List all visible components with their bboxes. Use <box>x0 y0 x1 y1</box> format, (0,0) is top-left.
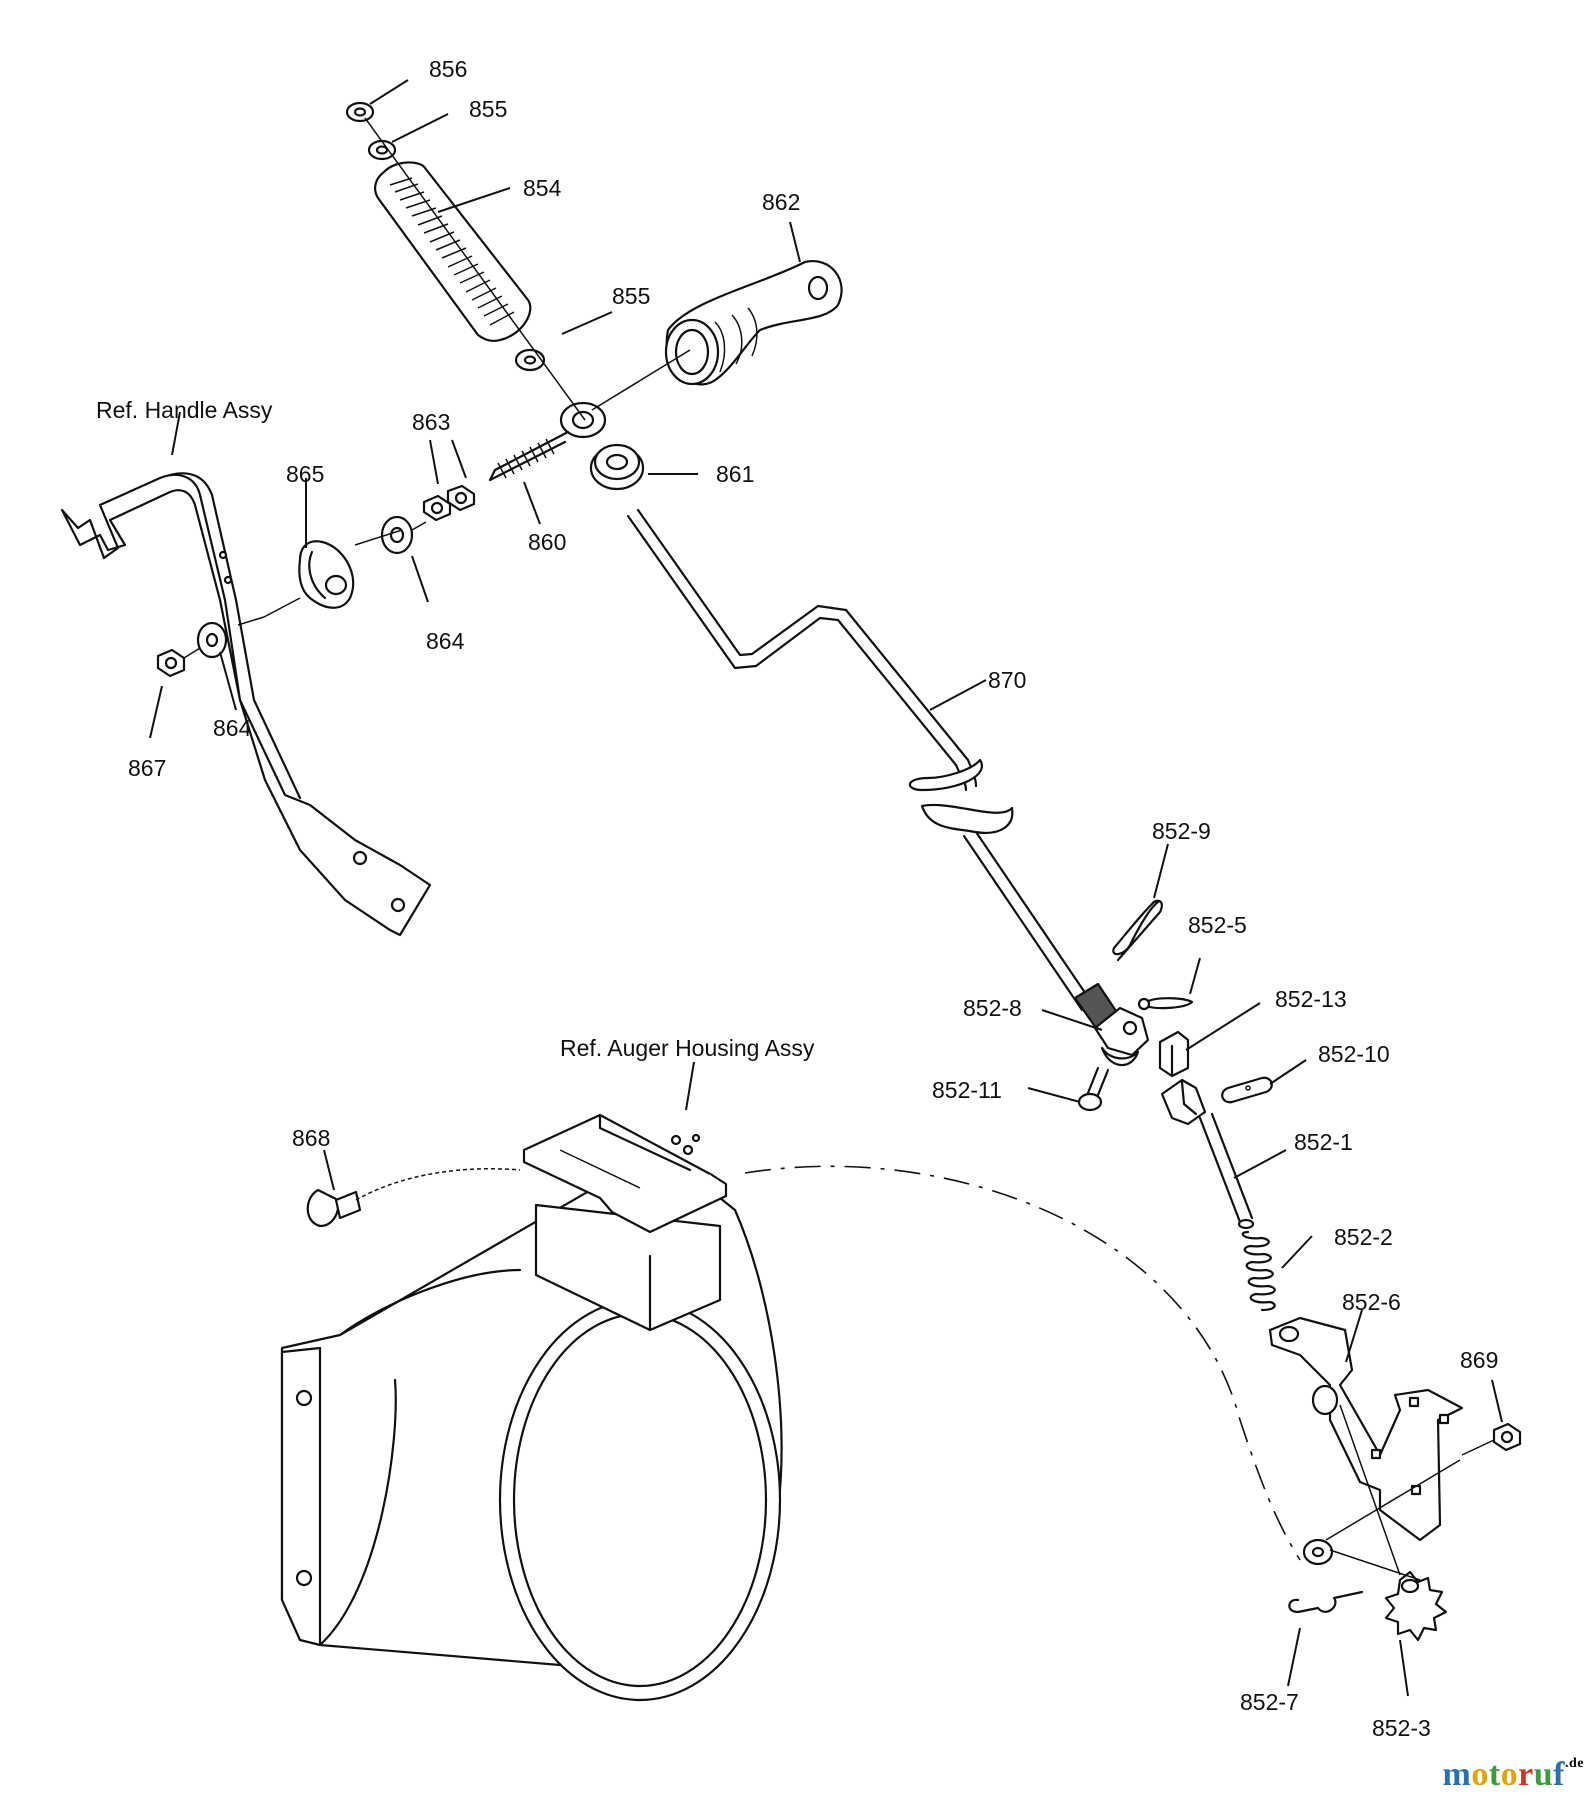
watermark-letter: m <box>1442 1756 1472 1793</box>
bushing-861 <box>589 443 645 491</box>
label-852-13: 852-13 <box>1275 986 1347 1012</box>
label-852-8: 852-8 <box>963 995 1022 1021</box>
watermark-letter: u <box>1533 1756 1554 1793</box>
center-lines <box>183 117 691 659</box>
washer-852-lower <box>1302 1538 1334 1566</box>
label-852-2: 852-2 <box>1334 1224 1393 1250</box>
bracket-852-1 <box>1160 1078 1255 1230</box>
nut-867 <box>156 648 186 678</box>
label-852-9: 852-9 <box>1152 818 1211 844</box>
label-863: 863 <box>412 409 450 435</box>
label-852-5: 852-5 <box>1188 912 1247 938</box>
clevis-852-8 <box>1093 1006 1150 1067</box>
label-865: 865 <box>286 461 324 487</box>
washer-864-upper <box>380 515 414 555</box>
label-852-7: 852-7 <box>1240 1689 1299 1715</box>
cotter-852-5 <box>1137 997 1194 1011</box>
label-867: 867 <box>128 755 166 781</box>
assembly-line-lower <box>1329 1549 1421 1581</box>
grip-854 <box>374 161 532 343</box>
pin-852-10 <box>1221 1076 1273 1104</box>
handle-assembly <box>60 472 432 937</box>
label-861: 861 <box>716 461 754 487</box>
label-856: 856 <box>429 56 467 82</box>
label-ref-handle-assy: Ref. Handle Assy <box>96 397 273 423</box>
bolt-852-11 <box>1077 1066 1110 1112</box>
watermark-letter: o <box>1500 1756 1519 1793</box>
carriage-bolt-868 <box>306 1188 362 1228</box>
label-862: 862 <box>762 189 800 215</box>
clip-852-7 <box>1288 1590 1364 1614</box>
label-852-1: 852-1 <box>1294 1129 1353 1155</box>
hairpin-852-9 <box>1112 899 1163 962</box>
label-855-bottom: 855 <box>612 283 650 309</box>
watermark-letter: f <box>1553 1756 1565 1793</box>
label-860: 860 <box>528 529 566 555</box>
leader-lines <box>149 79 1503 1697</box>
watermark-letter: o <box>1471 1756 1489 1793</box>
washer-856 <box>345 101 375 123</box>
bolt-leader-868 <box>355 1168 521 1201</box>
label-868: 868 <box>292 1125 330 1151</box>
knob-865 <box>298 540 355 609</box>
watermark-letter: r <box>1518 1756 1534 1793</box>
shift-rod-870 <box>626 508 1120 1030</box>
nuts-863 <box>422 484 476 522</box>
part-labels: 856 855 854 862 855 Ref. Handle Assy 863… <box>96 56 1498 1741</box>
washer-864-lower <box>196 621 228 659</box>
label-852-3: 852-3 <box>1372 1715 1431 1741</box>
gear-852-3 <box>1384 1570 1448 1642</box>
label-854: 854 <box>523 175 562 201</box>
label-852-6: 852-6 <box>1342 1289 1401 1315</box>
assembly-line-nut <box>1461 1439 1495 1456</box>
block-852-13 <box>1158 1030 1190 1078</box>
nut-869 <box>1492 1422 1522 1452</box>
label-855-top: 855 <box>469 96 507 122</box>
assembly-line-washer <box>1325 1459 1461 1541</box>
label-864-lower: 864 <box>213 715 252 741</box>
label-ref-auger-housing-assy: Ref. Auger Housing Assy <box>560 1035 815 1061</box>
label-864-upper: 864 <box>426 628 465 654</box>
label-852-10: 852-10 <box>1318 1041 1390 1067</box>
assembly-line-gear <box>1339 1404 1401 1576</box>
watermark-logo: motoruf.de <box>1443 1756 1585 1794</box>
label-869: 869 <box>1460 1347 1498 1373</box>
washer-855-top <box>367 139 397 161</box>
washer-855-bottom <box>514 348 546 372</box>
auger-housing <box>280 1113 783 1702</box>
label-852-11: 852-11 <box>932 1077 1002 1103</box>
rotation-arc <box>744 1165 1301 1561</box>
eye-bolt-860 <box>488 401 607 482</box>
label-870: 870 <box>988 667 1026 693</box>
spring-852-2 <box>1241 1230 1276 1312</box>
watermark-suffix: .de <box>1565 1756 1584 1771</box>
watermark-letter: t <box>1488 1756 1501 1793</box>
bracket-852-6 <box>1268 1316 1464 1542</box>
rod-end-862 <box>664 259 843 386</box>
watermark-text: motoruf <box>1443 1756 1566 1793</box>
